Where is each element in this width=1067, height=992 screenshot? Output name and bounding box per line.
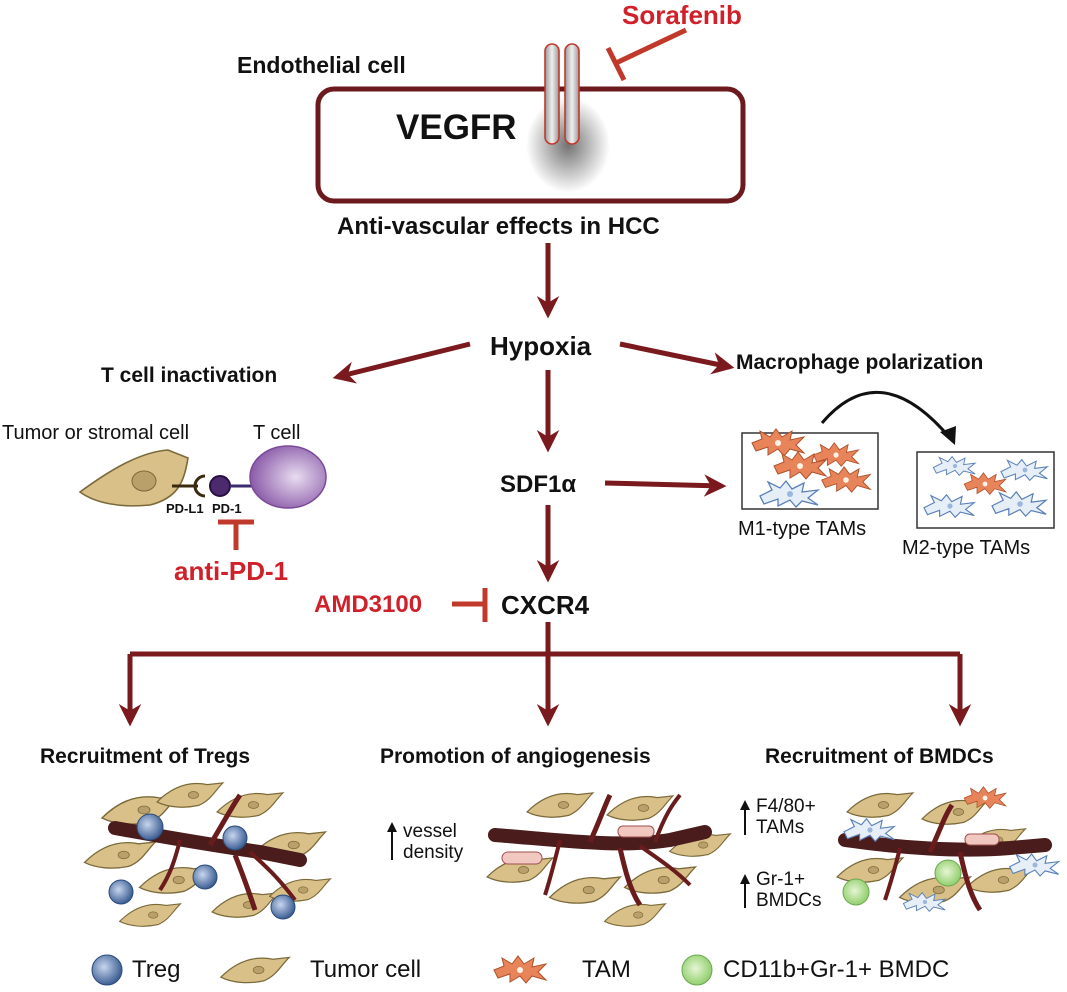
gr1-label: Gr-1+ — [756, 869, 806, 890]
t-cell-icon — [249, 445, 327, 509]
anti-pd1-inhibition — [218, 519, 254, 550]
legend-tam-label: TAM — [582, 956, 631, 983]
pd-l1-label: PD-L1 — [166, 501, 204, 516]
tams-label: TAMs — [756, 817, 805, 838]
t-cell-label: T cell — [253, 422, 301, 444]
amd3100-label: AMD3100 — [314, 591, 423, 618]
tregs-illustration — [83, 782, 331, 927]
legend-treg-icon — [91, 954, 123, 986]
legend-bmdc-icon — [681, 954, 713, 986]
f480-label: F4/80+ — [756, 796, 816, 817]
polarization-arrow — [820, 390, 952, 439]
bmdcs-illustration — [836, 786, 1060, 912]
cxcr4-node: CXCR4 — [501, 590, 590, 620]
m1-tam-label: M1-type TAMs — [738, 518, 867, 540]
density-label: density — [403, 842, 464, 863]
sdf1a-node: SDF1α — [500, 471, 577, 498]
tumor-stromal-cell-icon — [78, 449, 189, 507]
pd-l1-pd-1-binding-icon — [172, 474, 252, 498]
vegfr-label: VEGFR — [396, 108, 517, 147]
vegfr-receptor-icon — [544, 43, 580, 145]
recruitment-of-tregs-title: Recruitment of Tregs — [40, 745, 251, 768]
tumor-or-stromal-cell-label: Tumor or stromal cell — [2, 422, 190, 444]
pd-1-label: PD-1 — [212, 501, 242, 516]
angiogenesis-illustration — [486, 792, 731, 927]
anti-pd1-label: anti-PD-1 — [174, 556, 289, 586]
anti-vascular-effects-label: Anti-vascular effects in HCC — [337, 213, 660, 240]
promotion-of-angiogenesis-title: Promotion of angiogenesis — [380, 745, 651, 768]
bmdcs-label: BMDCs — [756, 890, 822, 911]
sorafenib-inhibition — [605, 27, 688, 82]
amd3100-inhibition — [452, 588, 488, 622]
legend-tumor-cell-label: Tumor cell — [310, 956, 422, 983]
m2-tam-label: M2-type TAMs — [902, 537, 1031, 559]
hypoxia-node: Hypoxia — [490, 331, 592, 361]
t-cell-inactivation-title: T cell inactivation — [101, 364, 278, 387]
legend-tumor-cell-icon — [220, 956, 290, 984]
macrophage-polarization-title: Macrophage polarization — [736, 351, 984, 374]
endothelial-cell-label: Endothelial cell — [237, 52, 406, 78]
sorafenib-label: Sorafenib — [622, 0, 742, 30]
pathway-arrows — [118, 243, 972, 727]
legend-tam-icon — [493, 955, 547, 984]
legend-treg-label: Treg — [132, 956, 181, 983]
legend-bmdc-label: CD11b+Gr-1+ BMDC — [723, 956, 950, 983]
vessel-label: vessel — [403, 821, 457, 842]
recruitment-of-bmdcs-title: Recruitment of BMDCs — [765, 745, 994, 768]
